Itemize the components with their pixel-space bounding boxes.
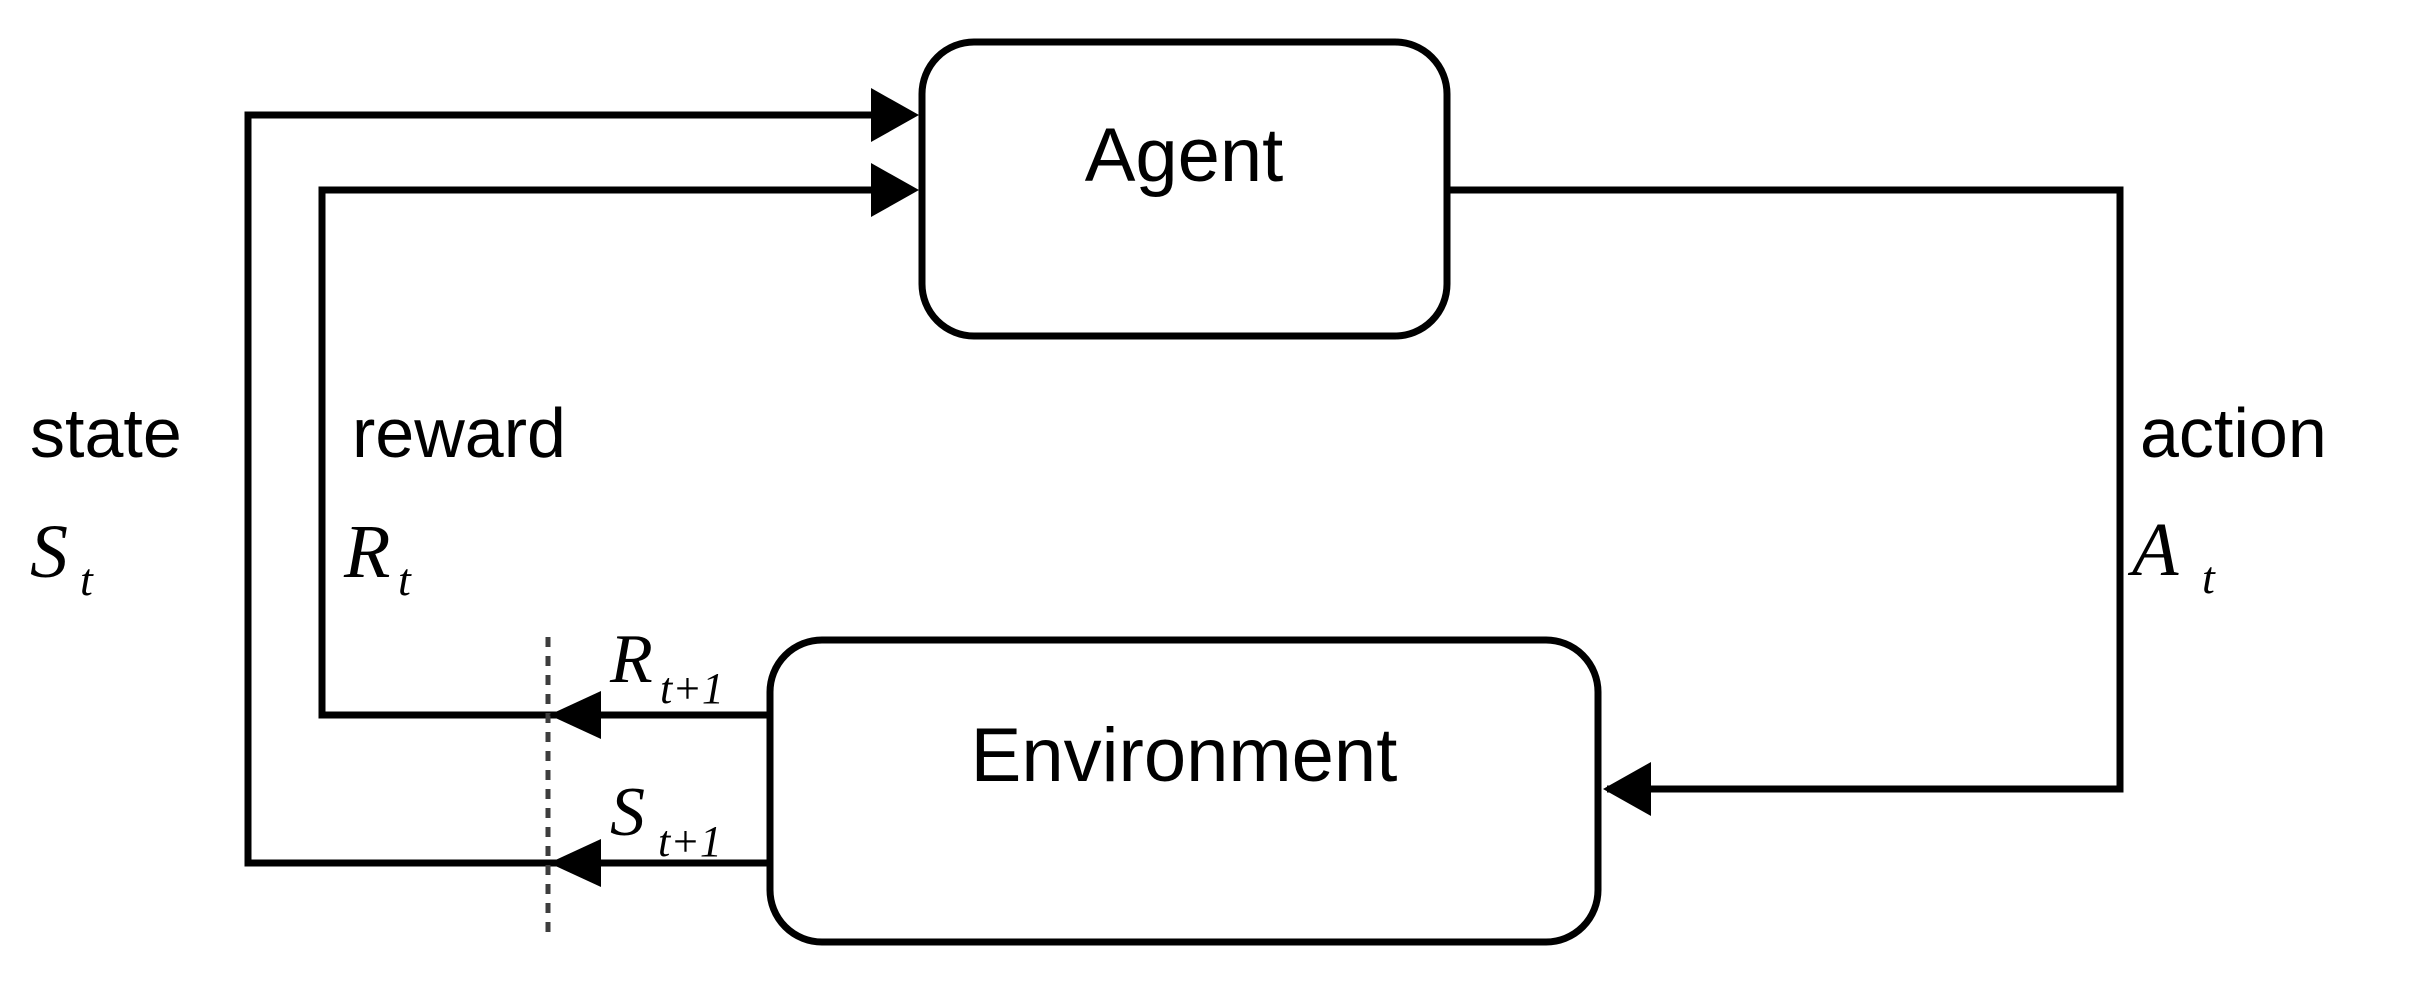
next-reward-subscript: t+1 <box>660 664 724 713</box>
agent-box <box>918 38 1451 340</box>
next-state-subscript: t+1 <box>658 817 722 866</box>
state-variable-subscript: t <box>80 554 94 605</box>
reward-to-agent-arrowhead <box>871 163 919 217</box>
node-boxes <box>766 38 1602 946</box>
state-line <box>244 111 875 867</box>
next-reward-arrowhead <box>549 691 601 739</box>
state-label: state <box>30 394 182 472</box>
action-line <box>1447 186 2124 793</box>
action-to-environment-arrowhead <box>1603 762 1651 816</box>
reward-variable-subscript: t <box>398 554 412 605</box>
next-state-variable: S <box>610 774 645 851</box>
agent-box-label: Agent <box>1085 113 1284 198</box>
reward-variable: R <box>343 510 390 594</box>
next-state-arrowhead <box>549 839 601 887</box>
state-to-agent-arrowhead <box>871 88 919 142</box>
text-labels: Agent Environment state S t reward R t a… <box>30 113 2327 866</box>
action-variable-subscript: t <box>2202 552 2216 603</box>
environment-box-label: Environment <box>971 713 1398 798</box>
next-reward-variable: R <box>609 621 653 698</box>
environment-box <box>766 636 1602 946</box>
arrowheads <box>549 88 1651 887</box>
action-label: action <box>2140 394 2327 472</box>
action-variable: A <box>2127 508 2179 592</box>
state-variable: S <box>30 510 68 594</box>
reward-label: reward <box>352 394 566 472</box>
